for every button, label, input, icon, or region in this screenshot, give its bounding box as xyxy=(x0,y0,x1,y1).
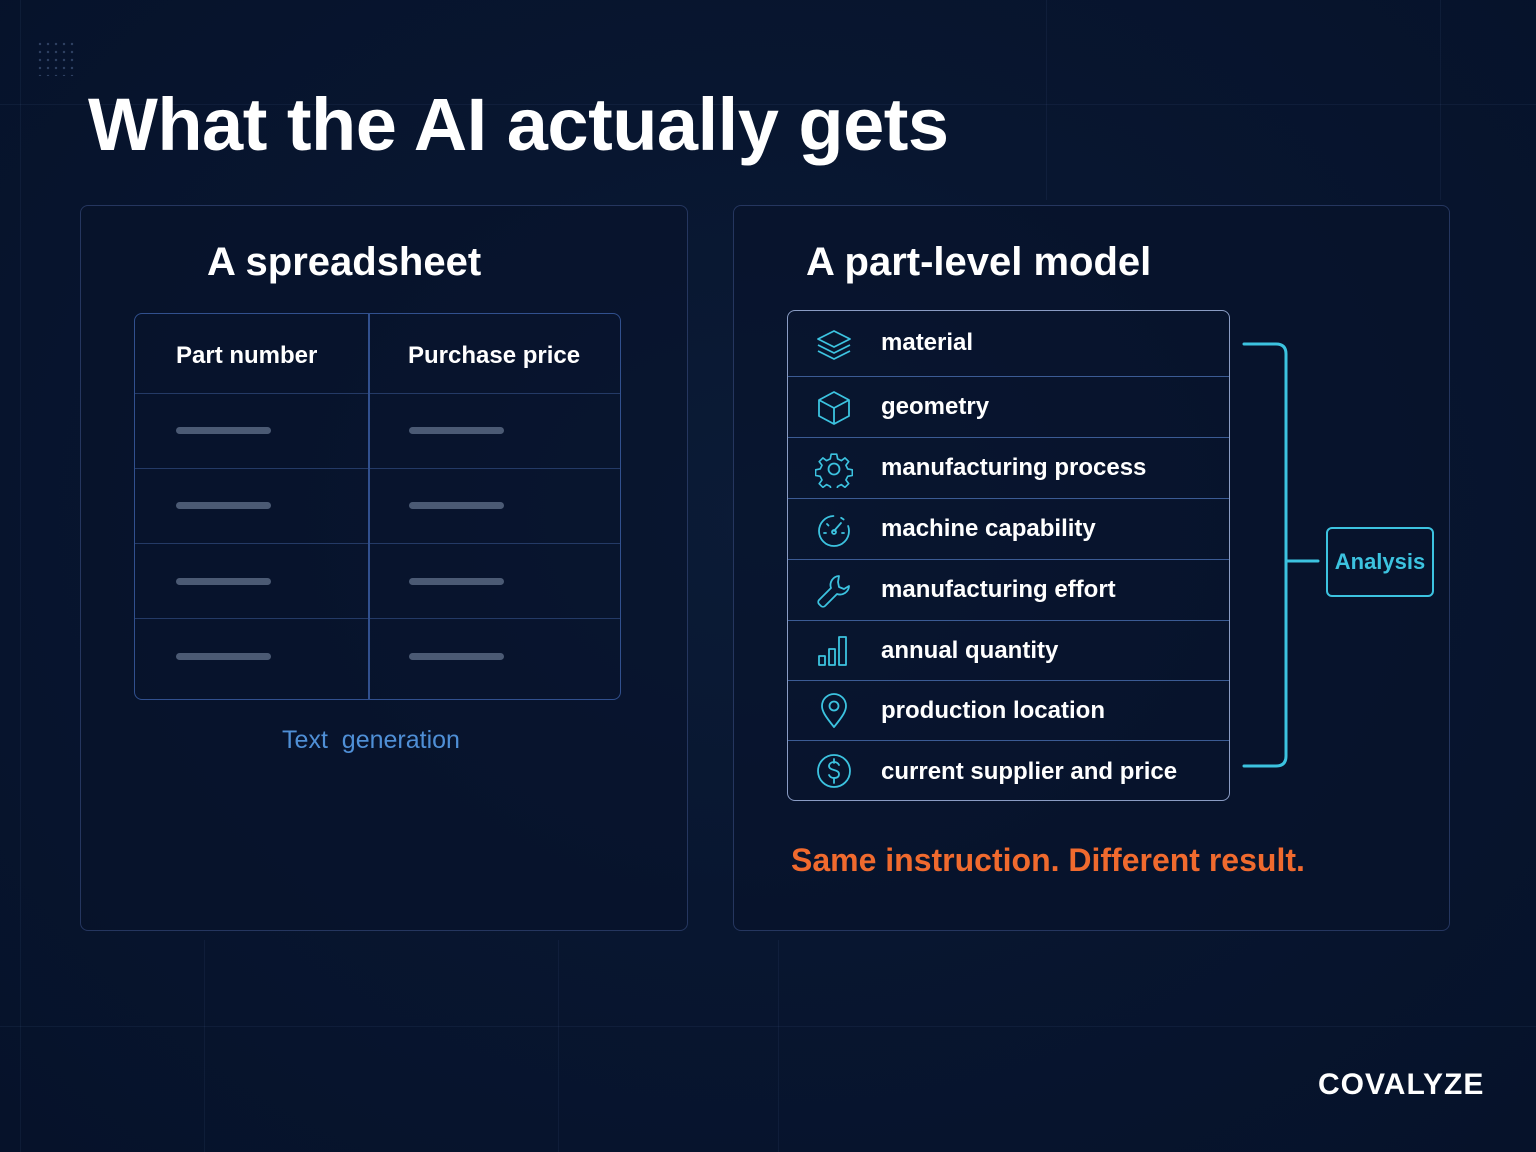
placeholder-cell xyxy=(409,427,504,434)
list-item-machine-capability: machine capability xyxy=(788,498,1229,559)
location-pin-icon xyxy=(815,692,853,730)
part-model-heading: A part-level model xyxy=(806,240,1152,284)
placeholder-cell xyxy=(409,578,504,585)
table-header-row: Part number Purchase price xyxy=(135,314,620,393)
text-generation-caption: Text generation xyxy=(282,726,460,754)
bracket-connector xyxy=(1242,342,1320,768)
attribute-label: annual quantity xyxy=(881,637,1059,664)
spreadsheet-panel: A spreadsheet Part number Purchase price… xyxy=(80,205,688,931)
list-item-manufacturing-process: manufacturing process xyxy=(788,437,1229,498)
part-model-panel: A part-level model material g xyxy=(733,205,1450,931)
spreadsheet-table: Part number Purchase price xyxy=(134,313,621,700)
placeholder-cell xyxy=(176,427,271,434)
wrench-icon xyxy=(815,572,853,610)
table-row xyxy=(135,393,620,468)
brand-logo: COVALYZE xyxy=(1318,1068,1485,1101)
layers-icon xyxy=(815,326,853,364)
gear-icon xyxy=(814,450,854,492)
result-statement: Same instruction. Different result. xyxy=(791,842,1305,878)
attribute-label: machine capability xyxy=(881,515,1096,542)
decorative-dot-grid xyxy=(36,40,78,76)
analysis-box: Analysis xyxy=(1326,527,1434,597)
attribute-label: production location xyxy=(881,697,1105,724)
attribute-label: manufacturing process xyxy=(881,454,1147,481)
placeholder-cell xyxy=(409,502,504,509)
attribute-label: manufacturing effort xyxy=(881,576,1116,603)
page-title: What the AI actually gets xyxy=(88,83,949,166)
placeholder-cell xyxy=(176,653,271,660)
dollar-circle-icon xyxy=(815,752,853,790)
list-item-material: material xyxy=(788,311,1229,376)
gauge-icon xyxy=(815,511,853,549)
column-divider xyxy=(368,314,370,699)
placeholder-cell xyxy=(176,502,271,509)
bar-chart-icon xyxy=(815,632,853,670)
attribute-label: material xyxy=(881,329,974,356)
list-item-manufacturing-effort: manufacturing effort xyxy=(788,559,1229,620)
placeholder-cell xyxy=(409,653,504,660)
attribute-list: material geometry manufacturing process xyxy=(787,310,1230,801)
attribute-label: current supplier and price xyxy=(881,758,1178,785)
table-row xyxy=(135,543,620,618)
table-row xyxy=(135,618,620,699)
list-item-current-supplier-and-price: current supplier and price xyxy=(788,740,1229,800)
list-item-production-location: production location xyxy=(788,680,1229,740)
spreadsheet-heading: A spreadsheet xyxy=(207,240,482,284)
table-row xyxy=(135,468,620,543)
attribute-label: geometry xyxy=(881,393,990,420)
list-item-annual-quantity: annual quantity xyxy=(788,620,1229,680)
list-item-geometry: geometry xyxy=(788,376,1229,437)
column-header-purchase-price: Purchase price xyxy=(408,342,581,369)
column-header-part-number: Part number xyxy=(176,342,318,369)
cube-icon xyxy=(815,389,853,427)
placeholder-cell xyxy=(176,578,271,585)
